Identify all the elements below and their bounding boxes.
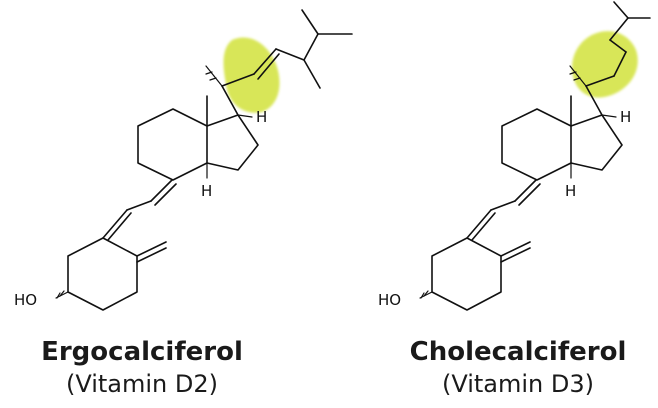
h-upper-label: H	[256, 108, 267, 126]
ring-c	[501, 108, 572, 181]
hydroxyl-label: HO	[378, 291, 401, 309]
ring-d	[570, 114, 623, 171]
ring-a	[431, 237, 502, 311]
ring-c	[137, 108, 208, 181]
cholecalciferol-structure: HO H H	[378, 1, 651, 311]
hydroxyl-label: HO	[14, 291, 37, 309]
side-chain-highlight	[571, 31, 638, 98]
ring-a	[67, 237, 138, 311]
ergocalciferol-subtitle: (Vitamin D2)	[66, 370, 218, 398]
h-lower-label: H	[565, 182, 576, 200]
cholecalciferol-subtitle: (Vitamin D3)	[442, 370, 594, 398]
ergocalciferol-name: Ergocalciferol	[41, 337, 243, 367]
h-lower-label: H	[201, 182, 212, 200]
ring-d	[206, 114, 259, 171]
ergocalciferol-structure: HO H H	[14, 9, 353, 311]
h-upper-label: H	[620, 108, 631, 126]
cholecalciferol-name: Cholecalciferol	[410, 337, 627, 367]
